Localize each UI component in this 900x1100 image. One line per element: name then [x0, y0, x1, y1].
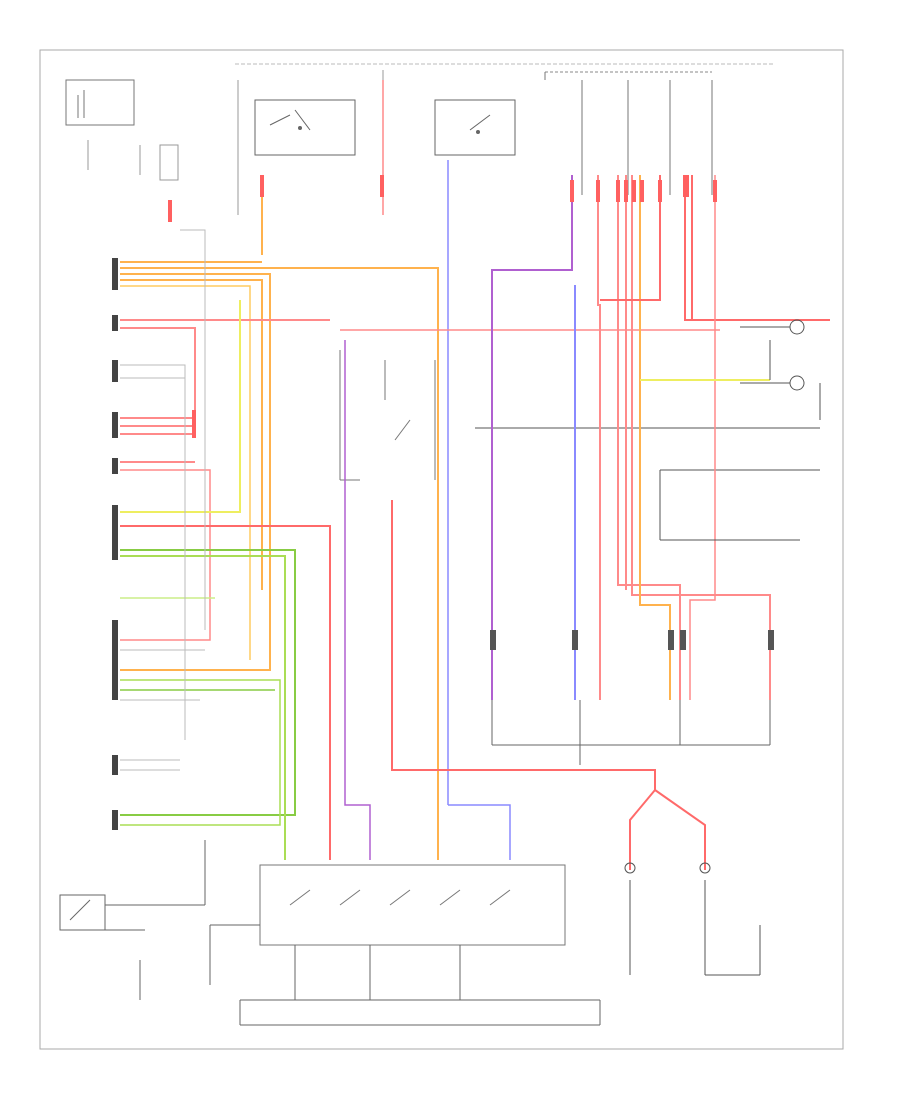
- fog-lamps: [624, 862, 761, 976]
- wire-red-switch: [391, 500, 656, 790]
- top-left-fuse-block: [65, 79, 135, 126]
- bottom-left-switch: [59, 840, 206, 931]
- right-feeds: [491, 175, 830, 700]
- headlamp-connectors: [490, 630, 774, 650]
- combination-switch: [259, 864, 566, 946]
- right-pins: [570, 175, 717, 202]
- dimmer-relay: [434, 99, 516, 156]
- bottom-ground-bus: [139, 924, 601, 1026]
- diagram-border: [39, 49, 844, 1050]
- headlamp-ground-bus: [491, 700, 771, 765]
- wire-purple-center: [344, 340, 371, 860]
- wire-blue-center: [448, 804, 511, 860]
- top-left-connector: [87, 140, 179, 181]
- passing-switch: [339, 350, 436, 481]
- wire-fog-red: [629, 789, 706, 870]
- left-harness: [120, 229, 439, 860]
- red-pins: [168, 175, 384, 438]
- fuses-top-right: [544, 72, 713, 195]
- right-lamps: [659, 319, 821, 541]
- left-connector-pins: [112, 258, 118, 830]
- headlight-relay: [254, 99, 356, 156]
